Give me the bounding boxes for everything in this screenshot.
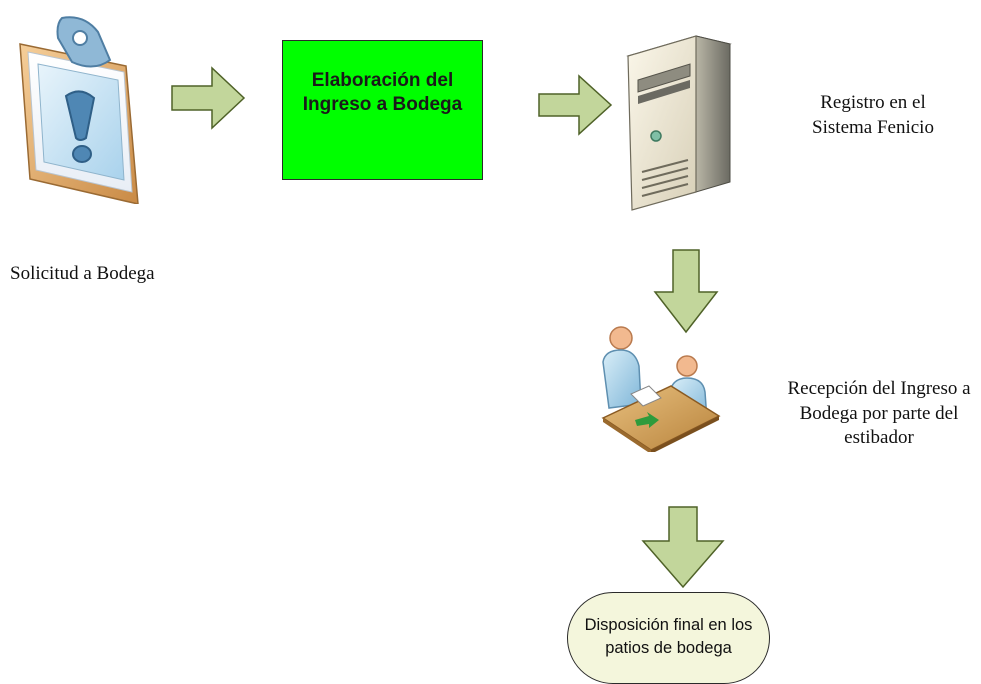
registro-label-line1: Registro en el xyxy=(820,92,926,113)
registro-label-line2: Sistema Fenicio xyxy=(812,116,934,138)
disposicion-box: Disposición final en los patios de bodeg… xyxy=(567,592,770,684)
people-handoff-icon xyxy=(601,326,721,452)
recepcion-label-line3: estibador xyxy=(844,427,914,449)
arrow-down-icon xyxy=(641,506,725,589)
arrow-right-icon xyxy=(538,74,613,136)
arrow-down-icon xyxy=(653,249,719,334)
solicitud-label: Solicitud a Bodega xyxy=(10,263,155,284)
recepcion-label: Recepción del Ingreso a Bodega por parte… xyxy=(768,377,981,451)
recepcion-label-line2: Bodega por parte del xyxy=(799,402,959,424)
arrow-right-icon xyxy=(171,66,246,130)
server-tower-icon xyxy=(626,35,732,211)
clipboard-exclamation-icon xyxy=(19,16,139,204)
registro-label: Registro en el Sistema Fenicio xyxy=(788,91,958,140)
elaboracion-box: Elaboración del Ingreso a Bodega xyxy=(282,40,483,180)
elaboracion-label: Elaboración del Ingreso a Bodega xyxy=(302,70,463,115)
disposicion-label: Disposición final en los patios de bodeg… xyxy=(584,616,753,657)
recepcion-label-line1: Recepción del Ingreso a xyxy=(787,378,971,399)
